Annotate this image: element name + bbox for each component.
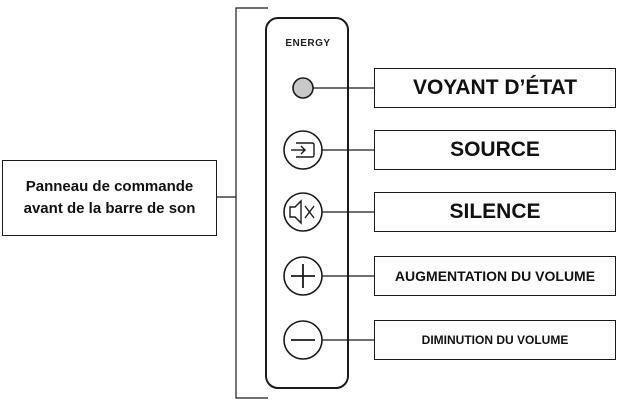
label-source: SOURCE xyxy=(374,130,616,170)
panel-bracket xyxy=(235,7,268,399)
label-volume-up: AUGMENTATION DU VOLUME xyxy=(374,256,616,296)
mute-icon[interactable] xyxy=(283,192,323,232)
minus-icon[interactable] xyxy=(283,320,323,360)
label-volume-down: DIMINUTION DU VOLUME xyxy=(374,320,616,360)
panel-description-box: Panneau de commande avant de la barre de… xyxy=(2,160,217,236)
panel-description-line1: Panneau de commande xyxy=(25,178,194,195)
brand-logo: ENERGY xyxy=(285,37,331,49)
label-status-led: VOYANT D’ÉTAT xyxy=(374,68,616,108)
plus-icon[interactable] xyxy=(283,256,323,296)
label-mute: SILENCE xyxy=(374,192,616,232)
status-led-icon xyxy=(292,77,314,99)
source-input-icon[interactable] xyxy=(283,130,323,170)
panel-description-line2: avant de la barre de son xyxy=(23,200,196,217)
